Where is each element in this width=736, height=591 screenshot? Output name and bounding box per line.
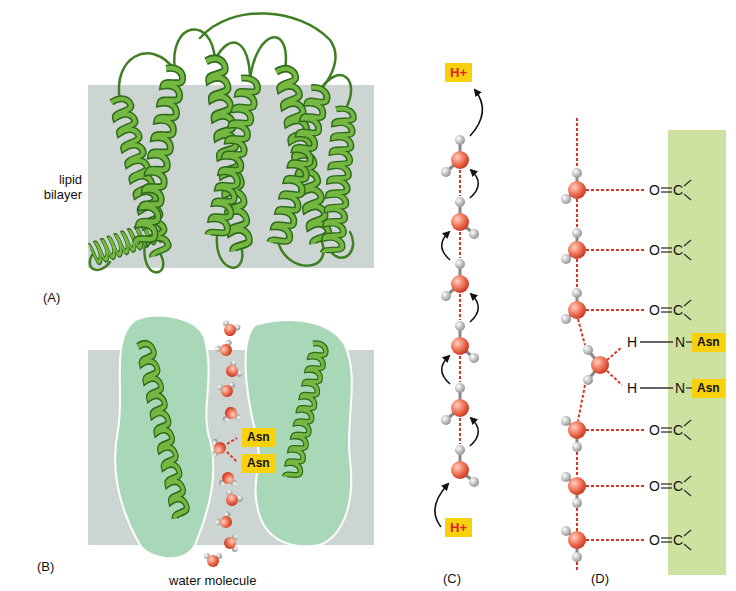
atom-symbol: O xyxy=(649,242,660,258)
atom-symbol: C xyxy=(673,182,683,198)
atom-symbol: N xyxy=(675,380,685,396)
panel-c-proton-wire xyxy=(435,90,482,527)
atom-symbol: O xyxy=(649,532,660,548)
atom-symbol: N xyxy=(675,334,685,350)
node-text: Asn xyxy=(247,430,270,444)
panel-d-asn-selectivity xyxy=(561,118,726,575)
atom-symbol: O xyxy=(649,422,660,438)
proton-tag: H+ xyxy=(445,63,472,82)
atom-symbol: C xyxy=(673,422,683,438)
residue-tag: Asn xyxy=(242,454,275,473)
panel-b-channel xyxy=(88,316,374,567)
panel-a-protein xyxy=(88,13,374,272)
node-text: H+ xyxy=(450,520,467,535)
region-label: lipid bilayer xyxy=(20,172,82,202)
proton-tag: H+ xyxy=(445,518,472,537)
atom-symbol: C xyxy=(673,242,683,258)
atom-symbol: H xyxy=(627,380,637,396)
part-label: water molecule xyxy=(169,573,256,588)
residue-tag: Asn xyxy=(692,333,725,352)
node-text: Asn xyxy=(697,335,720,349)
atom-symbol: C xyxy=(673,532,683,548)
atom-symbol: O xyxy=(649,302,660,318)
panel-letter: (C) xyxy=(443,571,461,586)
residue-tag: Asn xyxy=(692,379,725,398)
atom-symbol: H xyxy=(627,334,637,350)
residue-tag: Asn xyxy=(242,428,275,447)
node-text: Asn xyxy=(247,456,270,470)
panel-letter: (A) xyxy=(43,290,60,305)
atom-symbol: C xyxy=(673,302,683,318)
atom-symbol: O xyxy=(649,478,660,494)
panel-letter: (D) xyxy=(591,571,609,586)
node-text: H+ xyxy=(450,65,467,80)
atom-symbol: C xyxy=(673,478,683,494)
node-text: Asn xyxy=(697,381,720,395)
panel-letter: (B) xyxy=(37,559,54,574)
atom-symbol: O xyxy=(649,182,660,198)
